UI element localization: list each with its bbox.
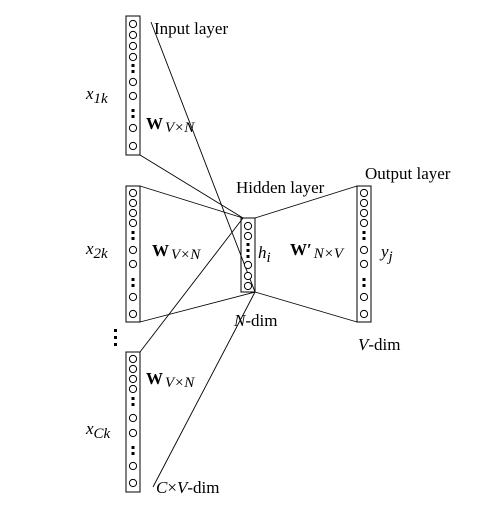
hidden-unit-label: hi [258, 243, 271, 266]
connection-line [254, 291, 358, 323]
hidden-layer-label: Hidden layer [236, 178, 325, 197]
neuron-node [128, 413, 138, 423]
neuron-node [359, 292, 369, 302]
input-vector-1 [125, 15, 141, 156]
neuron-node [359, 188, 369, 198]
ellipsis-dot [246, 249, 250, 252]
neuron-node [128, 478, 138, 488]
hidden-vector [240, 217, 256, 293]
neuron-node [359, 309, 369, 319]
neuron-node [128, 77, 138, 87]
connection-line [139, 185, 244, 219]
neuron-node [128, 364, 138, 374]
neuron-node [128, 52, 138, 62]
neuron-node [128, 245, 138, 255]
output-layer-label: Output layer [365, 164, 451, 183]
ellipsis-dot [246, 255, 250, 258]
neuron-node [128, 292, 138, 302]
ellipsis-dot [131, 70, 135, 73]
output-unit-label: yj [379, 242, 393, 265]
connection-line [139, 291, 256, 323]
ellipsis-dot [131, 278, 135, 281]
v-dim-label: V-dim [358, 335, 401, 354]
ellipsis-dot [131, 403, 135, 406]
neuron-node [128, 461, 138, 471]
neuron-node [128, 41, 138, 51]
input-layer-label: Input layer [154, 19, 228, 38]
neuron-node [359, 218, 369, 228]
neuron-node [128, 218, 138, 228]
neuron-node [128, 141, 138, 151]
neuron-node [128, 123, 138, 133]
neuron-node [243, 221, 253, 231]
connection-line [254, 185, 358, 219]
ellipsis-dot [131, 237, 135, 240]
x1k-label: x1k [85, 84, 108, 107]
neuron-node [128, 19, 138, 29]
neuron-node [128, 384, 138, 394]
connection-line [150, 21, 256, 293]
ellipsis-dot [131, 446, 135, 449]
n-dim-label: N-dim [233, 311, 277, 330]
input-vector-2 [125, 185, 141, 323]
ellipsis-dot [362, 284, 366, 287]
ellipsis-dot [131, 397, 135, 400]
connections [139, 21, 358, 488]
vector-ellipsis [114, 329, 117, 346]
neuron-node [128, 208, 138, 218]
ellipsis-dot [131, 64, 135, 67]
ellipsis-dot [362, 231, 366, 234]
neuron-node [243, 281, 253, 291]
neuron-node [128, 428, 138, 438]
ellipsis-dot [131, 109, 135, 112]
neuron-node [359, 198, 369, 208]
ellipsis-dot [362, 237, 366, 240]
neuron-node [243, 231, 253, 241]
input-vector-c [125, 351, 141, 493]
neuron-node [128, 30, 138, 40]
xck-label: xCk [85, 419, 111, 442]
ellipsis-dot [246, 243, 250, 246]
cv-dim-label: C×V-dim [156, 478, 219, 497]
ellipsis-dot [131, 231, 135, 234]
neuron-node [128, 309, 138, 319]
weight-output-label: W′N×V [290, 240, 345, 262]
neuron-node [359, 245, 369, 255]
ellipsis-dot [131, 115, 135, 118]
x2k-label: x2k [85, 239, 108, 262]
connection-line [152, 291, 256, 488]
neuron-node [128, 354, 138, 364]
neuron-node [128, 374, 138, 384]
neuron-node [243, 260, 253, 270]
ellipsis-dot [131, 452, 135, 455]
neuron-node [359, 259, 369, 269]
neuron-node [128, 259, 138, 269]
neuron-node [359, 208, 369, 218]
neuron-node [128, 91, 138, 101]
connection-line [139, 217, 244, 353]
ellipsis-dot [131, 284, 135, 287]
connection-line [139, 154, 244, 219]
ellipsis-dot [362, 278, 366, 281]
neuron-node [128, 198, 138, 208]
neuron-node [128, 188, 138, 198]
output-vector [356, 185, 372, 323]
neuron-node [243, 271, 253, 281]
